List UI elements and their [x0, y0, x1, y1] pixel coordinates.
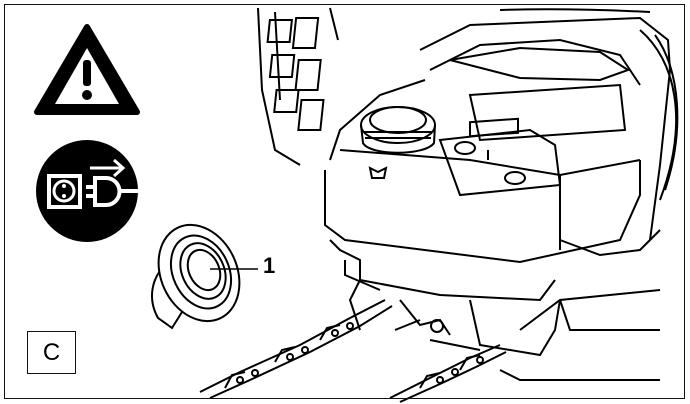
panel-letter: C	[42, 338, 61, 366]
disconnect-plug-icon	[36, 140, 138, 242]
warning-triangle-icon	[34, 24, 140, 115]
callout-number: 1	[263, 253, 276, 278]
chainsaw-drawing	[199, 7, 679, 403]
panel-letter-box: C	[27, 331, 76, 374]
oil-tank-cap-drawing	[151, 223, 258, 330]
figure-frame	[4, 4, 685, 399]
